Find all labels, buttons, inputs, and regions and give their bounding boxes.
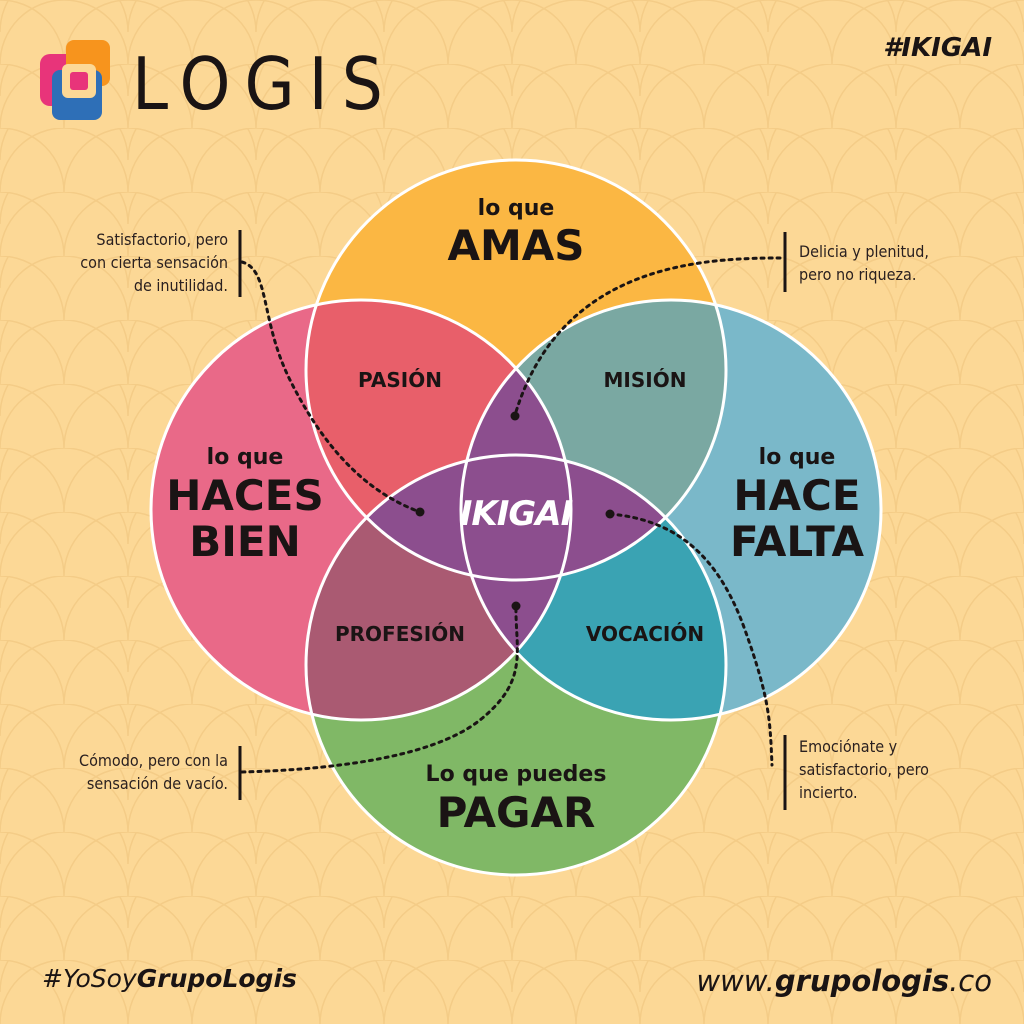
hashtag-ikigai: #IKIGAI	[883, 33, 992, 63]
annotation-top-left-line-2: con cierta sensación	[80, 253, 228, 272]
vocacion-label: VOCACIÓN	[586, 622, 704, 646]
hace-falta-small-label: lo que	[759, 445, 836, 470]
annotation-top-left-line-1: Satisfactorio, pero	[96, 230, 228, 249]
circle-outlines	[149, 158, 883, 877]
annotation-bottom-left-line-1: Cómodo, pero con la	[79, 751, 228, 770]
pagar-small-label: Lo que puedes	[426, 762, 607, 787]
hace-falta-big-label-1: HACE	[733, 471, 860, 520]
footer-website[interactable]: www.grupologis.co	[696, 964, 992, 998]
annotation-bottom-right-line-1: Emociónate y	[799, 737, 898, 756]
annotation-bottom-right-line-3: incierto.	[799, 783, 858, 802]
mision-label: MISIÓN	[604, 368, 687, 392]
haces-bien-big-label-1: HACES	[166, 471, 323, 520]
brand-name: LOGIS	[132, 42, 397, 126]
annotation-bottom-right-line-2: satisfactorio, pero	[799, 760, 929, 779]
haces-bien-small-label: lo que	[207, 445, 284, 470]
ikigai-center-label: IKIGAI	[460, 494, 573, 534]
footer-hashtag-prefix: #YoSoy	[42, 964, 138, 993]
amas-big-label: AMAS	[447, 221, 584, 270]
annotation-brackets	[238, 230, 787, 810]
annotation-connectors	[240, 256, 782, 774]
annotation-bottom-left-line-2: sensación de vacío.	[87, 774, 228, 793]
annotation-dots	[415, 411, 615, 611]
annotation-top-left-line-3: de inutilidad.	[134, 276, 228, 295]
haces-bien-big-label-2: BIEN	[189, 517, 300, 566]
annotation-top-right-line-2: pero no riqueza.	[799, 265, 916, 284]
pasion-label: PASIÓN	[358, 368, 442, 392]
pagar-big-label: PAGAR	[437, 788, 596, 837]
annotation-top-right-line-1: Delicia y plenitud,	[799, 242, 929, 261]
logis-logo-icon	[40, 40, 110, 120]
footer-hashtag-bold: GrupoLogis	[137, 964, 297, 993]
amas-small-label: lo que	[478, 196, 555, 221]
profesion-label: PROFESIÓN	[335, 622, 465, 646]
hace-falta-big-label-2: FALTA	[730, 517, 865, 566]
footer-website-prefix: www.	[696, 964, 775, 998]
footer-website-bold: grupologis	[775, 964, 949, 998]
footer-website-suffix: .co	[949, 964, 992, 998]
footer-hashtag: #YoSoyGrupoLogis	[42, 964, 297, 993]
